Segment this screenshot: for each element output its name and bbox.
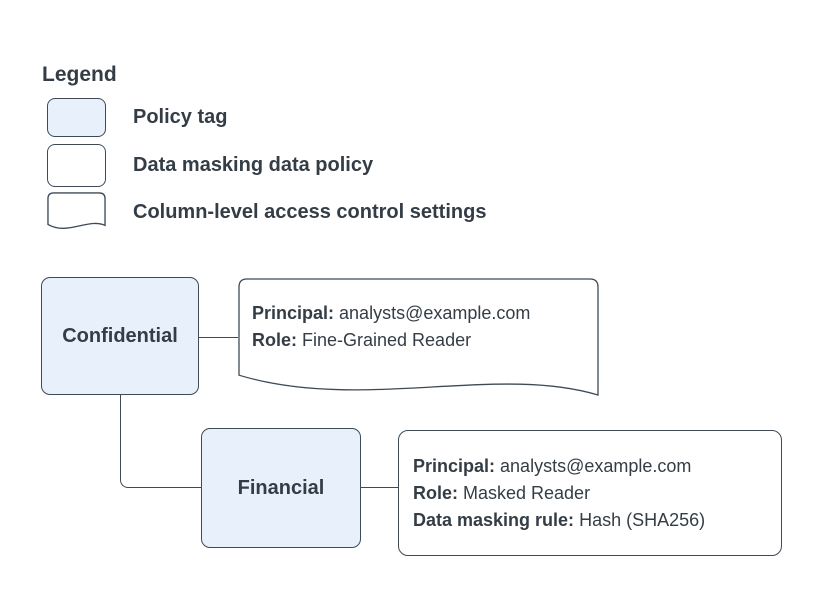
- policy-tag-swatch: [47, 98, 106, 137]
- data-policy-swatch: [47, 144, 106, 187]
- connector-confidential-to-financial: [120, 395, 201, 488]
- legend-item-access-control: Column-level access control settings: [47, 192, 486, 233]
- connector-financial-to-note: [361, 487, 398, 488]
- data-masking-policy-note: Principal: analysts@example.com Role: Ma…: [398, 430, 782, 556]
- legend-item-policy-tag: Policy tag: [47, 98, 227, 137]
- legend-title: Legend: [42, 63, 117, 86]
- node-label: Confidential: [62, 324, 178, 347]
- note-line: Principal: analysts@example.com: [413, 455, 692, 476]
- note-line: Data masking rule: Hash (SHA256): [413, 509, 706, 530]
- note-line: Principal: analysts@example.com: [252, 303, 531, 323]
- note-line: Role: Masked Reader: [413, 482, 591, 503]
- document-shape-icon: [47, 192, 106, 229]
- connector-confidential-to-note: [199, 337, 238, 338]
- access-control-settings-note: Principal: analysts@example.com Role: Fi…: [238, 278, 599, 398]
- policy-tag-node-financial: Financial: [201, 428, 361, 548]
- policy-tag-node-confidential: Confidential: [41, 277, 199, 395]
- note-text: Principal: analysts@example.com Role: Fi…: [252, 300, 530, 354]
- node-label: Financial: [237, 476, 325, 499]
- legend-item-label: Policy tag: [133, 106, 228, 128]
- legend-item-data-policy: Data masking data policy: [47, 144, 373, 187]
- legend-item-label: Data masking data policy: [133, 154, 374, 176]
- document-shape-icon: [238, 278, 599, 398]
- note-line: Role: Fine-Grained Reader: [252, 330, 472, 350]
- legend-item-label: Column-level access control settings: [133, 201, 487, 223]
